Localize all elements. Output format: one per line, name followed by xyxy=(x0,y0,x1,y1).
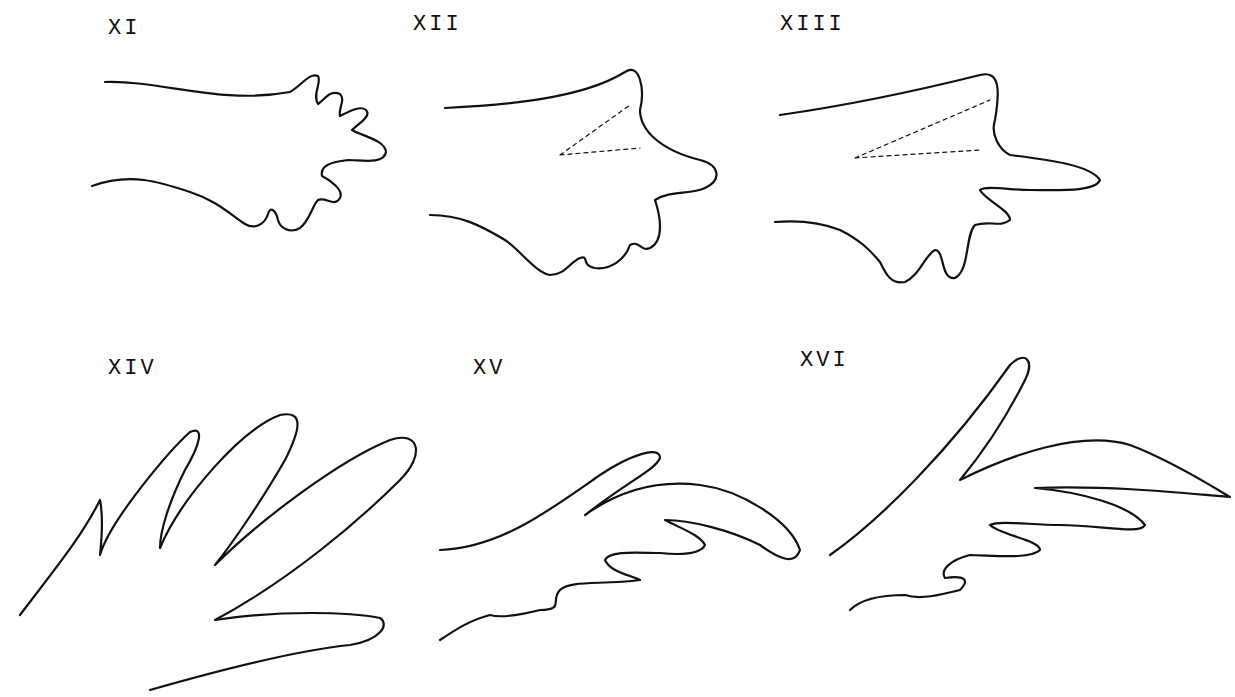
figure-number: XIII xyxy=(780,14,845,36)
figure-number: XII xyxy=(413,14,462,36)
limb-outline xyxy=(830,358,1230,610)
figure-number: XVI xyxy=(800,350,849,372)
figure-number: XV xyxy=(473,358,505,380)
limb-outline xyxy=(775,74,1100,282)
limb-outline xyxy=(92,75,386,230)
limb-outline xyxy=(440,452,800,640)
dashed-line xyxy=(855,100,990,158)
dashed-line xyxy=(560,105,640,155)
limb-outline xyxy=(430,70,716,275)
figure-number: XI xyxy=(108,18,140,40)
limb-outline xyxy=(20,414,416,690)
figure-number: XIV xyxy=(108,358,157,380)
